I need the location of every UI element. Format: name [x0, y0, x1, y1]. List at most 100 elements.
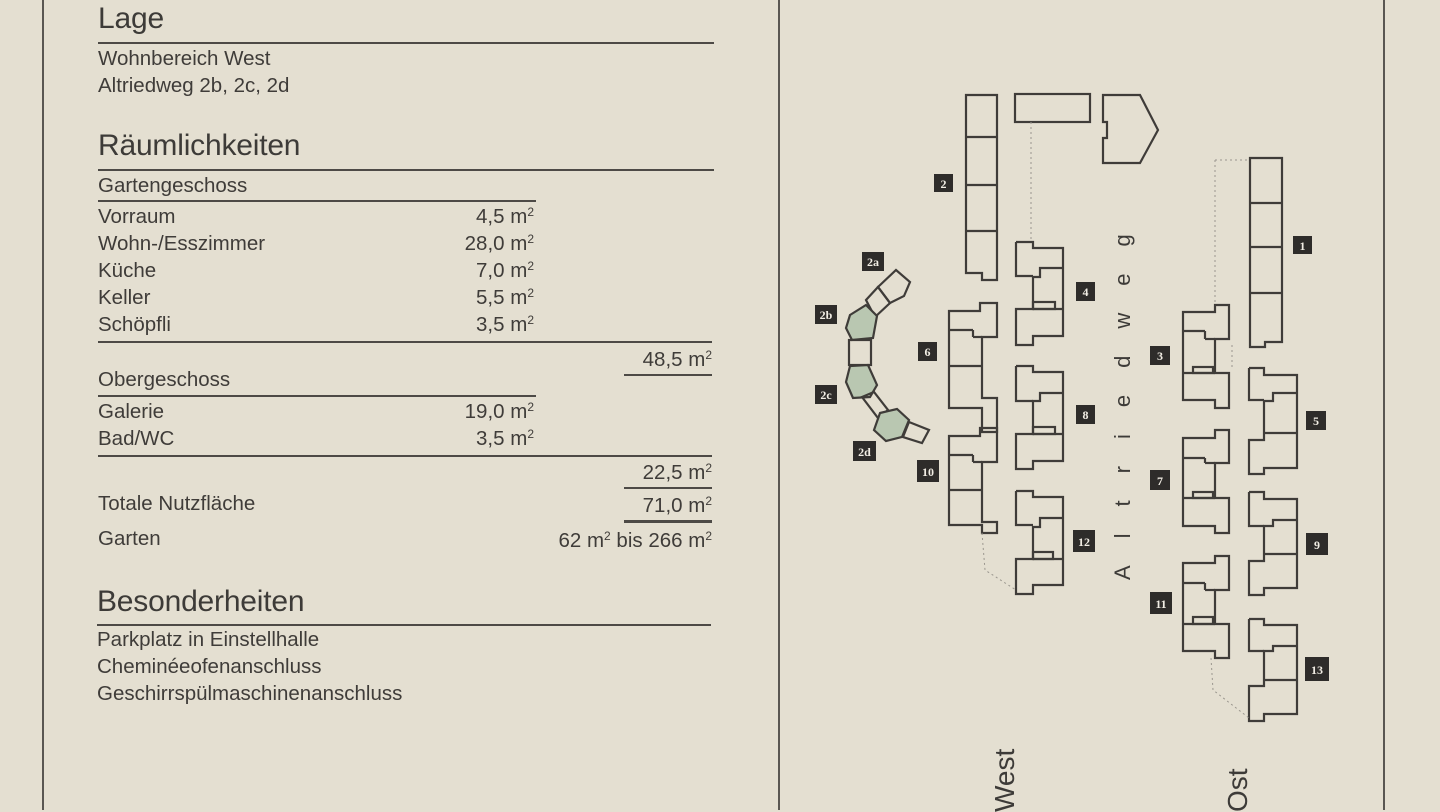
svg-text:2: 2 — [941, 177, 947, 191]
building-3 — [1181, 303, 1231, 410]
besonderheiten-heading: Besonderheiten — [97, 585, 305, 618]
room-area: 19,0 m2 — [464, 400, 534, 423]
lage-rule — [98, 42, 714, 44]
room-name: Wohn-/Esszimmer — [98, 232, 266, 255]
room-area: 3,5 m2 — [476, 313, 534, 336]
building-10 — [947, 426, 999, 535]
besonderheit-item: Geschirrspülmaschinenanschluss — [97, 682, 403, 705]
unit-label-4: 4 — [1076, 282, 1095, 301]
building-8 — [1014, 364, 1065, 471]
raeumlichkeiten-rule — [98, 169, 714, 171]
svg-text:8: 8 — [1083, 408, 1089, 422]
room-area: 7,0 m2 — [476, 259, 534, 282]
building-2 — [964, 93, 999, 282]
svg-text:2d: 2d — [858, 445, 871, 459]
total-label: Totale Nutzfläche — [98, 492, 256, 515]
svg-text:11: 11 — [1155, 597, 1166, 611]
svg-text:2a: 2a — [867, 255, 879, 269]
dotted-paths — [981, 122, 1250, 719]
svg-text:4: 4 — [1083, 285, 1089, 299]
unit-label-2d: 2d — [853, 441, 876, 461]
besonderheiten-rule — [97, 624, 711, 626]
lage-line-2: Altriedweg 2b, 2c, 2d — [98, 74, 290, 97]
garten-value: 62 m2 bis 266 m2 — [558, 529, 712, 552]
besonderheit-item: Parkplatz in Einstellhalle — [97, 628, 320, 651]
svg-text:5: 5 — [1313, 414, 1319, 428]
room-name: Bad/WC — [98, 427, 175, 450]
curved-row-2a-2d — [844, 268, 931, 445]
obergeschoss-label: Obergeschoss — [98, 368, 231, 391]
room-name: Keller — [98, 286, 151, 309]
unit-label-2: 2 — [934, 174, 953, 192]
unit-label-6: 6 — [918, 342, 937, 361]
building-11 — [1181, 554, 1231, 660]
svg-text:12: 12 — [1078, 535, 1090, 549]
svg-text:2c: 2c — [820, 388, 832, 402]
building-4 — [1014, 240, 1065, 347]
unit-label-8: 8 — [1076, 405, 1095, 424]
svg-text:7: 7 — [1157, 474, 1163, 488]
building-1 — [1248, 156, 1284, 349]
unit-label-5: 5 — [1306, 411, 1326, 430]
gartengeschoss-sum-rule — [98, 341, 712, 343]
unit-label-2c: 2c — [815, 385, 837, 404]
building-7 — [1181, 428, 1231, 535]
room-name: Vorraum — [98, 205, 176, 228]
obergeschoss-sum-rule — [98, 455, 712, 457]
unit-label-11: 11 — [1150, 592, 1172, 614]
area-label-west: West — [989, 748, 1020, 812]
area-label-ost: Ost — [1222, 768, 1253, 812]
svg-text:6: 6 — [925, 345, 931, 359]
subtotal-underline — [624, 487, 712, 489]
gartengeschoss-label: Gartengeschoss — [98, 174, 248, 197]
svg-text:10: 10 — [922, 465, 934, 479]
gartengeschoss-subtotal: 48,5 m2 — [642, 348, 712, 371]
garten-label: Garten — [98, 527, 161, 550]
room-area: 3,5 m2 — [476, 427, 534, 450]
room-area: 28,0 m2 — [464, 232, 534, 255]
gartengeschoss-rule — [98, 200, 536, 202]
unit-label-10: 10 — [917, 460, 939, 482]
building-top-bar — [1013, 92, 1092, 124]
building-12 — [1014, 489, 1065, 596]
room-name: Küche — [98, 259, 157, 282]
subtotal-underline — [624, 374, 712, 376]
building-5 — [1247, 366, 1299, 476]
building-6 — [947, 301, 999, 434]
total-underline — [624, 520, 712, 523]
building-2b — [844, 303, 879, 342]
svg-text:1: 1 — [1300, 239, 1306, 253]
page-border-left — [42, 0, 44, 810]
raeumlichkeiten-heading: Räumlichkeiten — [98, 129, 301, 162]
unit-label-12: 12 — [1073, 530, 1095, 552]
svg-text:13: 13 — [1311, 663, 1323, 677]
unit-label-2a: 2a — [862, 252, 884, 271]
building-13 — [1247, 617, 1299, 723]
room-name: Schöpfli — [98, 313, 171, 336]
road-label-altriedweg: Altriedweg — [1110, 207, 1135, 580]
total-value: 71,0 m2 — [642, 494, 712, 517]
obergeschoss-subtotal: 22,5 m2 — [642, 461, 712, 484]
unit-label-1: 1 — [1293, 236, 1312, 254]
svg-text:9: 9 — [1314, 538, 1320, 552]
lage-line-1: Wohnbereich West — [98, 47, 271, 70]
unit-label-7: 7 — [1150, 470, 1170, 490]
building-2a — [876, 268, 912, 305]
unit-label-2b: 2b — [815, 305, 837, 324]
unit-label-9: 9 — [1306, 533, 1328, 555]
room-area: 5,5 m2 — [476, 286, 534, 309]
lage-heading: Lage — [98, 2, 164, 35]
unit-label-13: 13 — [1305, 657, 1329, 681]
obergeschoss-rule — [98, 395, 536, 397]
room-name: Galerie — [98, 400, 165, 423]
besonderheit-item: Cheminéeofenanschluss — [97, 655, 322, 678]
page-border-right — [1383, 0, 1385, 810]
svg-text:3: 3 — [1157, 349, 1163, 363]
page-divider — [778, 0, 780, 810]
building-2c — [844, 363, 879, 400]
unit-label-3: 3 — [1150, 346, 1170, 365]
room-area: 4,5 m2 — [476, 205, 534, 228]
building-9 — [1247, 490, 1299, 597]
building-top-pentagon — [1101, 93, 1160, 165]
